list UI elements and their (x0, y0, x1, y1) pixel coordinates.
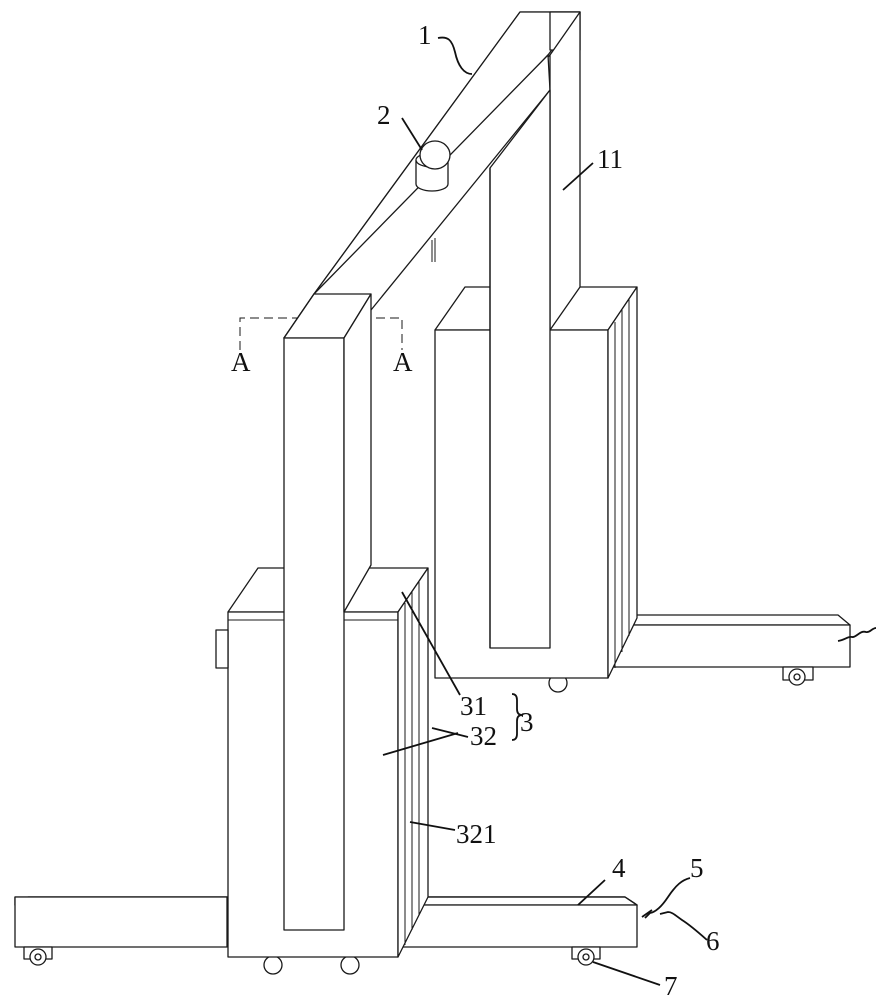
rear-base-beam (548, 614, 851, 693)
label-11: 11 (597, 144, 623, 174)
label-32: 32 (470, 721, 497, 751)
hook (431, 238, 436, 262)
label-a-left: A (231, 347, 251, 377)
label-5: 5 (690, 853, 704, 883)
label-1: 1 (418, 20, 432, 50)
motor (415, 140, 451, 192)
labels: 1 2 11 A A 31 32 3 321 4 5 6 7 (231, 20, 720, 1000)
label-6: 6 (706, 926, 720, 956)
front-base-beam (14, 896, 638, 975)
leader-lines (382, 36, 877, 986)
frame-rear-upright (489, 11, 581, 649)
label-7: 7 (664, 971, 678, 1000)
label-a-right: A (393, 347, 413, 377)
label-31: 31 (460, 691, 487, 721)
front-upright (283, 293, 372, 931)
label-2: 2 (377, 100, 391, 130)
label-4: 4 (612, 853, 626, 883)
label-3: 3 (520, 707, 534, 737)
label-321: 321 (456, 819, 497, 849)
